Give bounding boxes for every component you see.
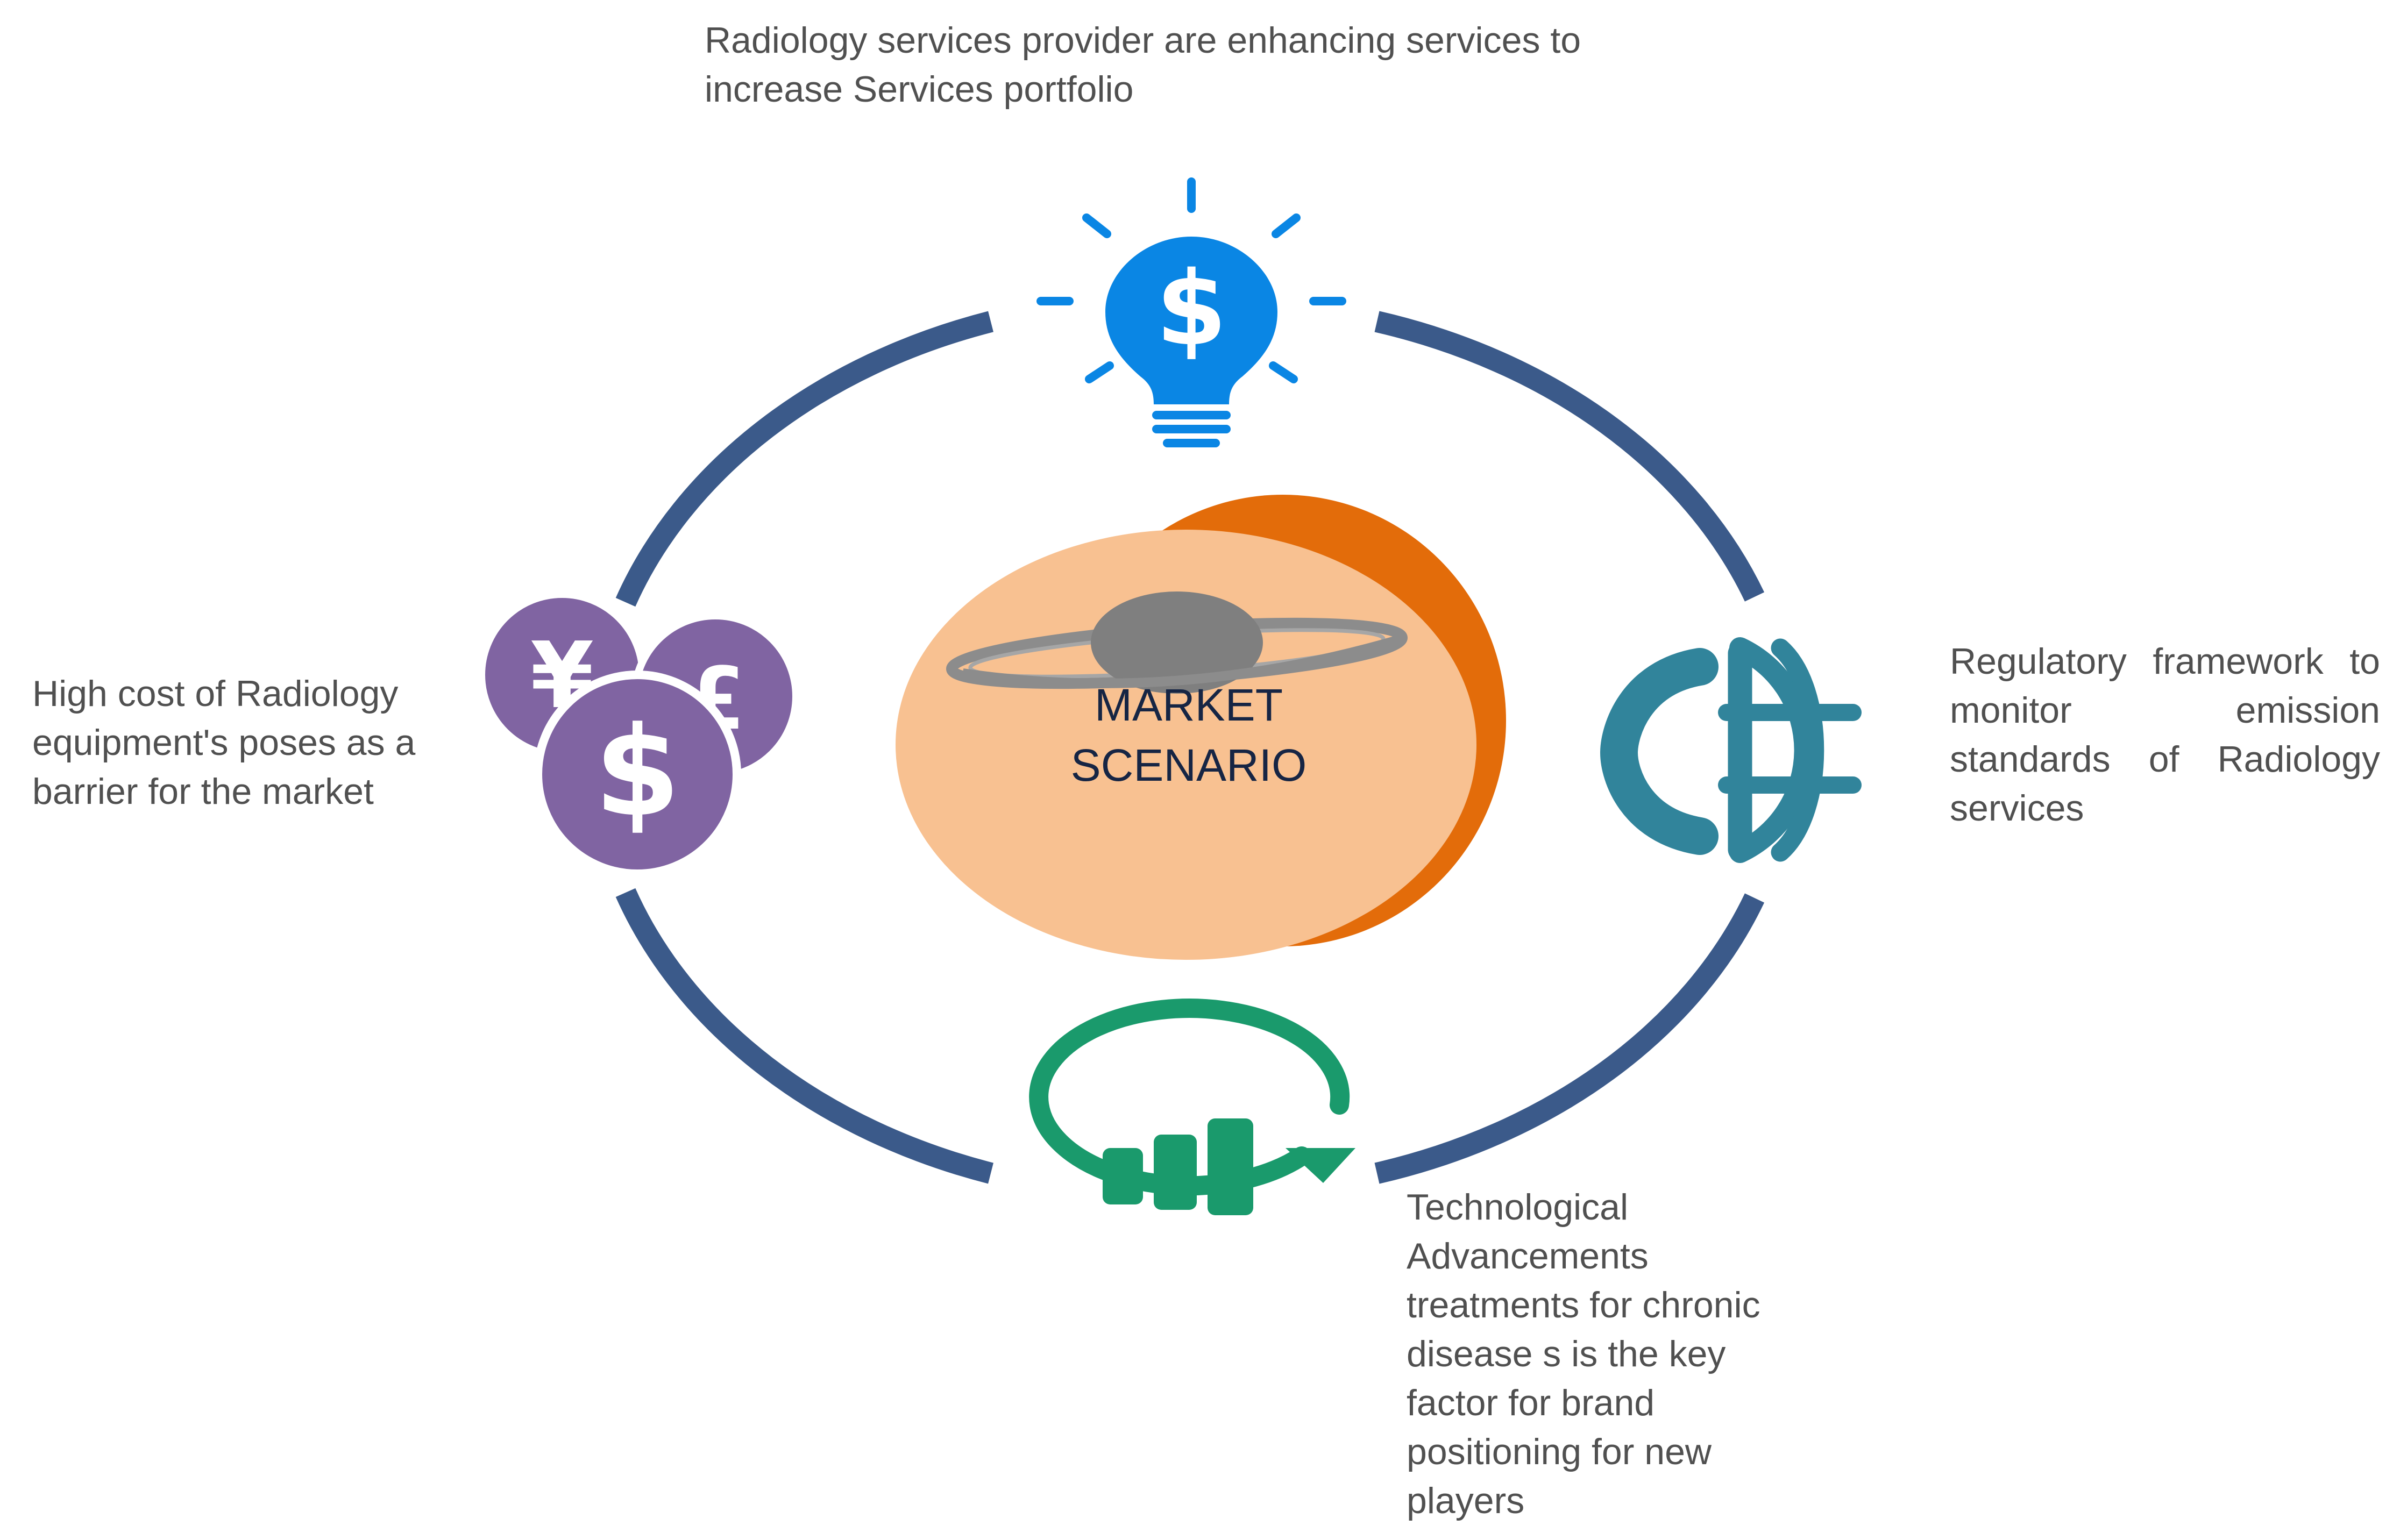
globe-left-bracket	[1600, 648, 1719, 855]
market-scenario-label: MARKET SCENARIO	[1011, 675, 1366, 795]
globe-icon	[1600, 637, 1862, 863]
planet-body	[1091, 591, 1263, 694]
text-line: disease s is the key	[1407, 1334, 1726, 1374]
services-enhancement-text: Radiology services provider are enhancin…	[705, 16, 1673, 114]
center-label-line: SCENARIO	[1070, 740, 1307, 790]
cycle-arrow-head	[1286, 1148, 1355, 1183]
text-line: barrier for the market	[32, 771, 374, 812]
text-line: factor for brand	[1407, 1382, 1655, 1423]
text-line: treatments for chronic	[1407, 1285, 1760, 1325]
planet-icon	[946, 591, 1408, 694]
text-line: High cost of Radiology	[32, 673, 399, 714]
text-line: services	[1950, 788, 2084, 829]
text-line: Advancements	[1407, 1236, 1649, 1277]
text-line: Radiology services provider are enhancin…	[705, 20, 1581, 61]
text-line: players	[1407, 1480, 1525, 1521]
dollar-coin	[534, 671, 741, 878]
ring-arc-bottom-right	[1374, 893, 1765, 1184]
text-word: emission	[2235, 690, 2380, 731]
currency-coins-icon: ¥ £ $	[478, 590, 800, 878]
text-line: increase Services portfolio	[705, 69, 1134, 110]
dollar-sign: $	[594, 701, 680, 844]
technological-advancements-text: Technological Advancements treatments fo…	[1407, 1183, 1815, 1525]
bulb-base	[1152, 411, 1231, 447]
text-word: to	[2349, 641, 2380, 682]
text-word: Radiology	[2217, 739, 2380, 780]
cycle-ring	[615, 311, 1765, 1184]
equipment-cost-text: High cost of Radiology equipment's poses…	[32, 669, 441, 816]
ring-arc-top-left	[615, 311, 993, 607]
text-line: equipment's poses as a	[32, 722, 416, 763]
chart-bar-3	[1208, 1118, 1253, 1215]
text-word: Regulatory	[1950, 641, 2127, 682]
bulb-glass	[1105, 237, 1277, 404]
chart-bar-2	[1154, 1135, 1197, 1210]
text-line: Technological	[1407, 1187, 1629, 1228]
globe-meridian-curve	[1771, 638, 1824, 862]
globe-right-half	[1729, 637, 1816, 863]
chart-bar-1	[1103, 1148, 1143, 1204]
planet-ring-front	[962, 635, 1400, 688]
ring-arc-top-right	[1374, 311, 1765, 602]
text-line: standards of Radiology	[1950, 735, 2380, 784]
lightbulb-dollar-icon: $	[1036, 177, 1346, 447]
bulb-dollar-sign: $	[1156, 249, 1227, 368]
ring-arc-bottom-left	[615, 888, 993, 1184]
text-word: standards	[1950, 739, 2111, 780]
text-line: monitor emission	[1950, 686, 2380, 735]
text-word: framework	[2153, 641, 2324, 682]
center-label-line: MARKET	[1094, 680, 1283, 730]
text-word: monitor	[1950, 690, 2072, 731]
market-scenario-disc	[896, 495, 1506, 960]
text-line: positioning for new	[1407, 1431, 1712, 1472]
text-line: Regulatory framework to	[1950, 637, 2380, 686]
text-word: of	[2148, 739, 2179, 780]
growth-chart-cycle-icon	[1029, 999, 1355, 1215]
regulatory-framework-text: Regulatory framework to monitor emission…	[1950, 637, 2380, 833]
bulb-rays	[1036, 177, 1346, 383]
